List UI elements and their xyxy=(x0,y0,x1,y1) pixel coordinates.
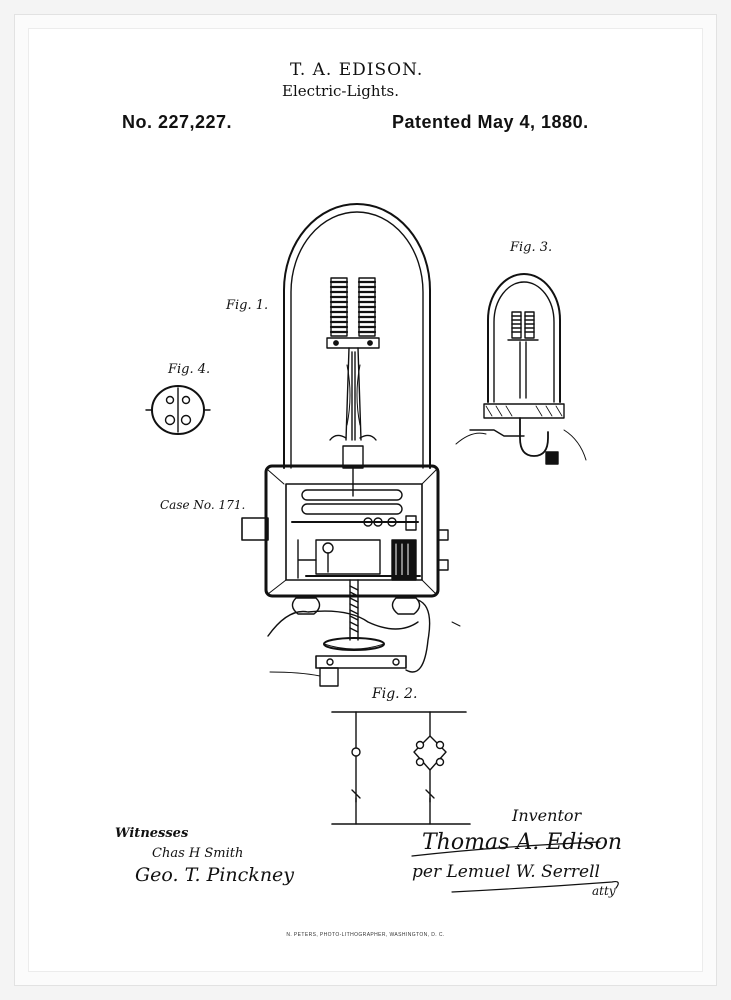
attorney-suffix: atty xyxy=(592,884,616,898)
fig2-circuit xyxy=(331,711,471,825)
witnesses-label: Witnesses xyxy=(115,826,189,841)
inventor-label: Inventor xyxy=(512,806,582,825)
witness-name-1: Chas H Smith xyxy=(152,846,244,861)
fig2-label: Fig. 2. xyxy=(372,686,418,702)
case-note: Case No. 171. xyxy=(160,498,246,512)
fig1-label: Fig. 1. xyxy=(226,298,269,313)
printer-credit: N. PETERS, PHOTO-LITHOGRAPHER, WASHINGTO… xyxy=(286,932,445,938)
base-housing-outer xyxy=(264,464,440,598)
fig3-lamp xyxy=(455,273,587,465)
patent-date: Patented May 4, 1880. xyxy=(392,112,589,132)
fig4-top-view xyxy=(145,385,211,435)
attorney-signature: per Lemuel W. Serrell xyxy=(412,862,600,882)
glass-globe-outer xyxy=(283,203,431,469)
patent-number: No. 227,227. xyxy=(122,112,233,132)
inventor-heading: T. A. EDISON. xyxy=(290,60,424,80)
heat-coils xyxy=(326,277,380,349)
glass-globe-inner xyxy=(290,211,424,469)
patent-title: Electric-Lights. xyxy=(282,82,400,100)
fig3-label: Fig. 3. xyxy=(510,240,553,255)
signature-flourishes xyxy=(411,841,619,893)
fig1-lamp-assembly xyxy=(241,203,461,687)
witness-name-2: Geo. T. Pinckney xyxy=(135,864,295,886)
support-rods xyxy=(345,347,362,441)
base-housing-inner xyxy=(285,483,423,581)
wire-51 xyxy=(267,599,431,673)
fig4-label: Fig. 4. xyxy=(168,362,211,377)
adjusting-wheel xyxy=(323,637,385,651)
